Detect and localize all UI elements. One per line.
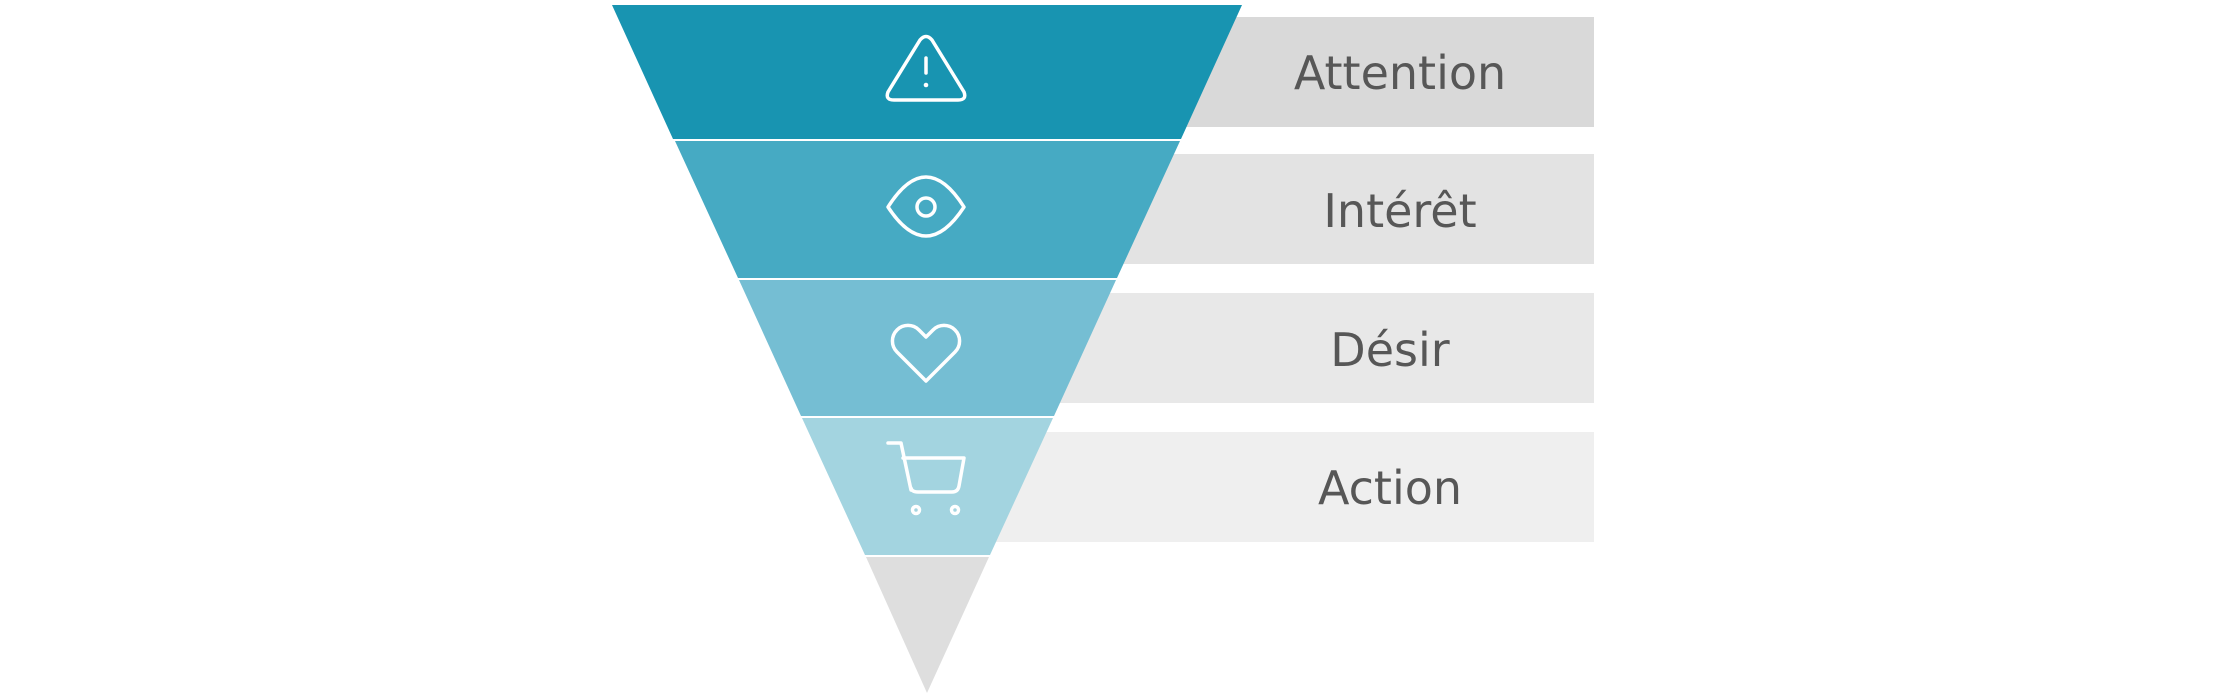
panel-desir (1033, 293, 1594, 403)
label-panels (970, 17, 1594, 542)
label-interet: Intérêt (1323, 184, 1476, 238)
panel-interet (1095, 154, 1594, 264)
cart-icon (886, 441, 966, 516)
funnel-band-interet (675, 141, 1180, 278)
panel-action (970, 432, 1594, 542)
panel-attention (1158, 17, 1594, 127)
funnel (612, 5, 1242, 693)
label-desir: Désir (1330, 323, 1449, 377)
heart-icon (890, 323, 962, 383)
funnel-tip (866, 557, 989, 693)
label-attention: Attention (1294, 46, 1506, 100)
eye-icon (886, 175, 966, 238)
funnel-band-action (802, 418, 1053, 555)
warning-icon (885, 34, 967, 102)
label-action: Action (1318, 461, 1462, 515)
funnel-band-desir (739, 280, 1116, 416)
stage-labels: Attention Intérêt Désir Action (1294, 46, 1506, 515)
